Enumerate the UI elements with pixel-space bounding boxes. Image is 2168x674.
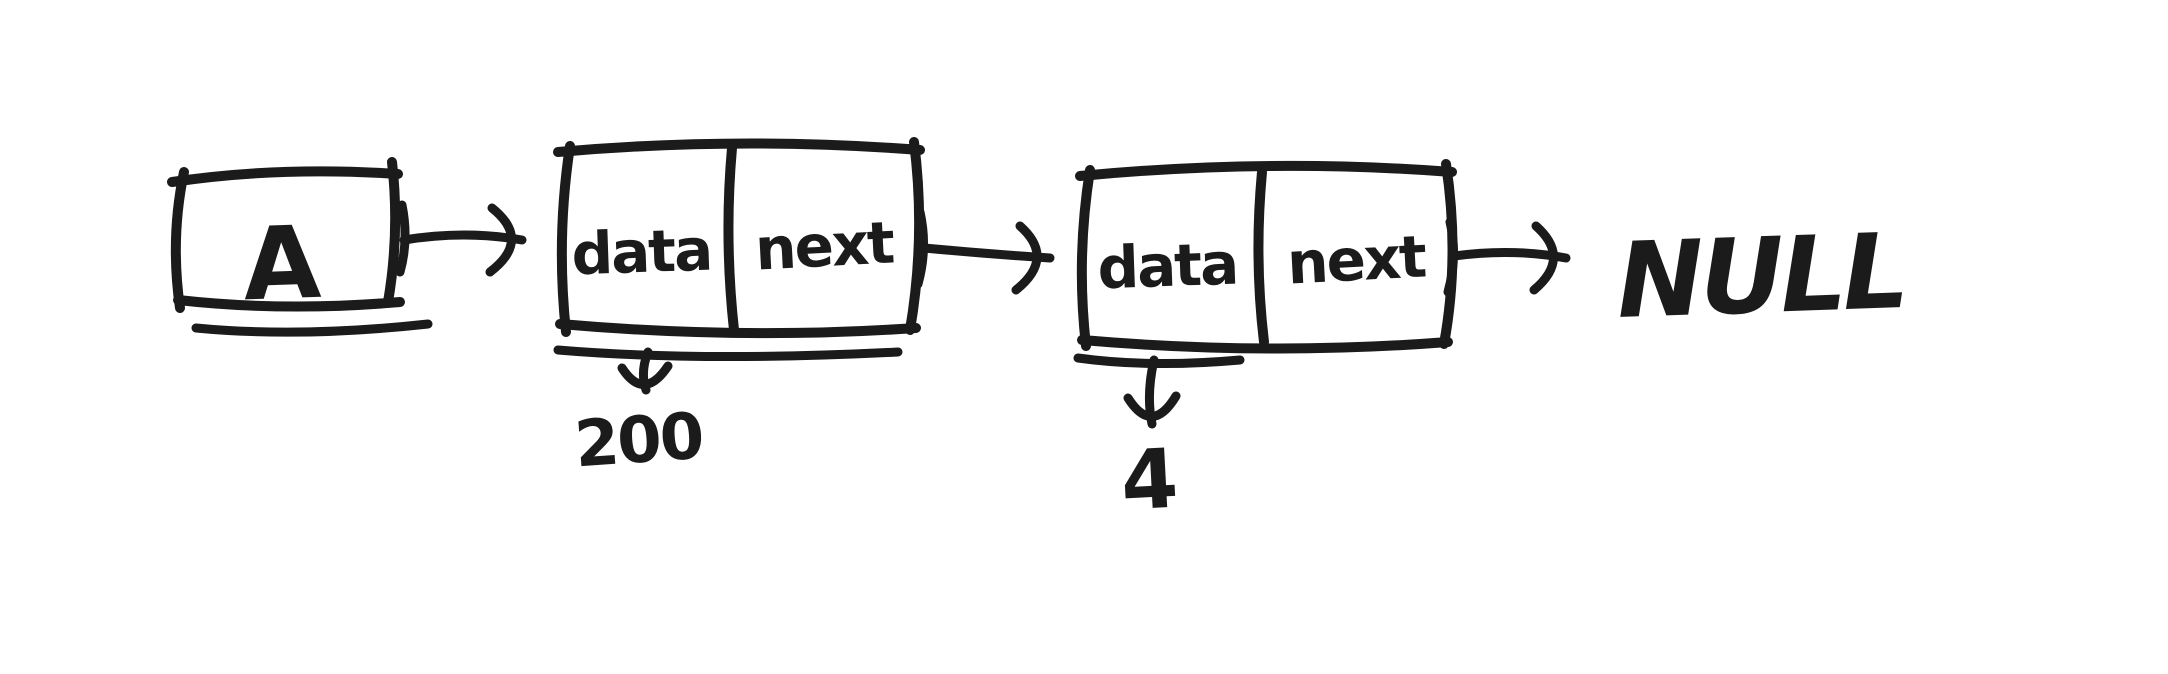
node1-value-pointer: 200	[572, 347, 705, 483]
head-box-underline	[191, 319, 433, 337]
node1-box-right	[905, 137, 925, 335]
node2-box-left	[1076, 165, 1095, 351]
arrow-head-icon	[485, 203, 516, 277]
head-box-bottom	[173, 295, 405, 312]
head-box-left	[170, 167, 189, 313]
list-node-1: data next	[553, 137, 925, 362]
null-terminator: NULL	[1615, 210, 1907, 342]
head-box-right	[383, 157, 401, 307]
node1-box-left	[556, 141, 575, 337]
node2-value: 4	[1119, 432, 1179, 530]
node2-box-top	[1075, 160, 1457, 181]
node1-cell-divider	[723, 143, 739, 335]
arrow-head-icon	[1529, 221, 1558, 295]
node2-cell-divider	[1253, 167, 1269, 347]
node2-next-label: next	[1285, 222, 1427, 297]
node2-data-label: data	[1096, 230, 1238, 303]
arrow-node1-to-node2	[913, 207, 1055, 295]
head-label: A	[241, 204, 322, 324]
arrow-head-to-node1	[395, 200, 527, 277]
node1-box-bottom	[555, 319, 921, 339]
arrow-node2-to-null	[1443, 217, 1571, 297]
node2-down-arrow-head-icon	[1123, 391, 1181, 421]
arrow-shaft	[919, 243, 1055, 263]
node1-down-arrow-head-icon	[617, 361, 673, 389]
node2-value-pointer: 4	[1119, 355, 1181, 530]
arrow-shaft	[399, 230, 527, 245]
head-box-top	[167, 166, 403, 187]
head-node: A	[167, 157, 433, 337]
node1-value: 200	[572, 400, 704, 483]
node2-underline	[1073, 353, 1245, 369]
list-node-2: data next	[1073, 159, 1458, 369]
node1-data-label: data	[570, 216, 712, 289]
node1-box-top	[553, 138, 925, 157]
arrow-head-icon	[1011, 221, 1042, 295]
node1-underline	[553, 345, 903, 362]
null-label: NULL	[1615, 210, 1907, 342]
node1-next-label: next	[753, 208, 895, 283]
node2-box-bottom	[1077, 335, 1453, 354]
